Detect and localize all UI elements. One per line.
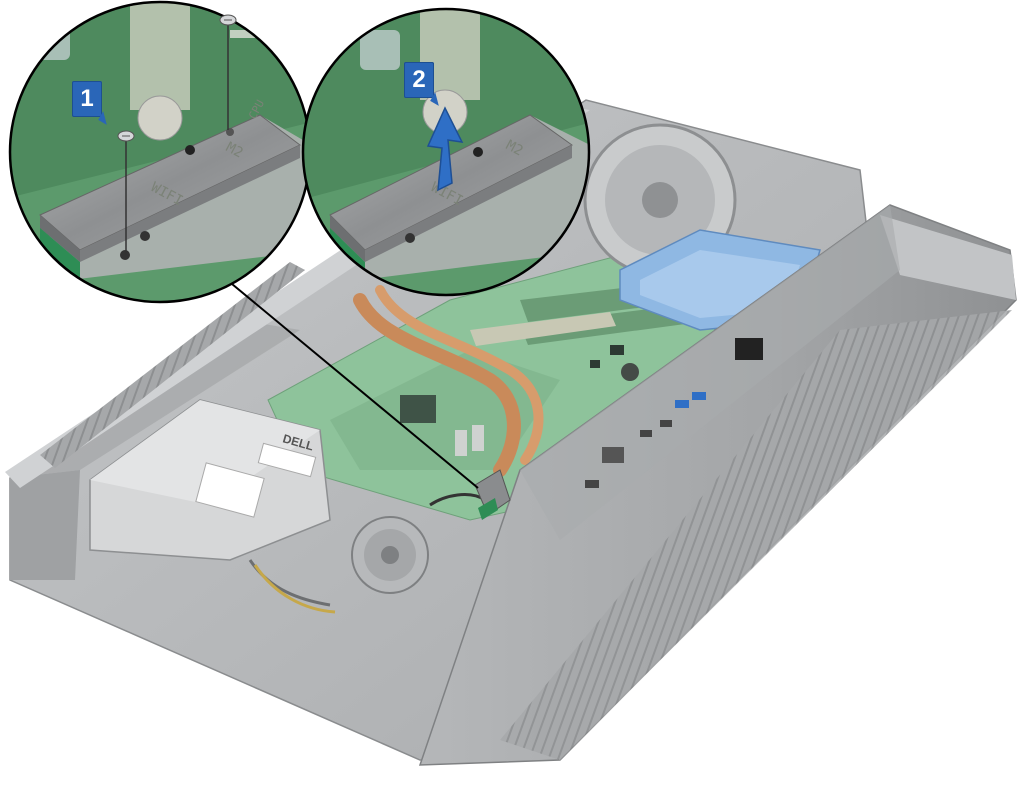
wlan-card-location — [474, 469, 511, 520]
step-1-badge: 1 — [72, 81, 102, 117]
blower-fan — [351, 516, 429, 594]
screw-icon — [219, 14, 237, 130]
lift-arrow-icon — [426, 106, 464, 192]
callout-leader-line — [231, 283, 479, 489]
m2-slot-label-zoom: M2 — [503, 137, 525, 159]
ethernet-port-icon — [602, 447, 624, 463]
chassis-ribbed-edge — [40, 262, 305, 468]
rear-io-panel — [585, 338, 763, 488]
power-supply-unit: DELL — [89, 399, 331, 561]
step-2-badge: 2 — [404, 62, 434, 98]
callout-step-2: M2 WIFI — [301, 7, 591, 297]
usb-port-icon — [675, 400, 689, 408]
callout-step-1: M2 WIFI CPU — [8, 0, 312, 304]
heat-pipe — [353, 285, 544, 477]
m2-slot-label: M2 — [223, 139, 245, 161]
power-socket-icon — [735, 338, 763, 360]
screw-icon — [117, 130, 135, 255]
